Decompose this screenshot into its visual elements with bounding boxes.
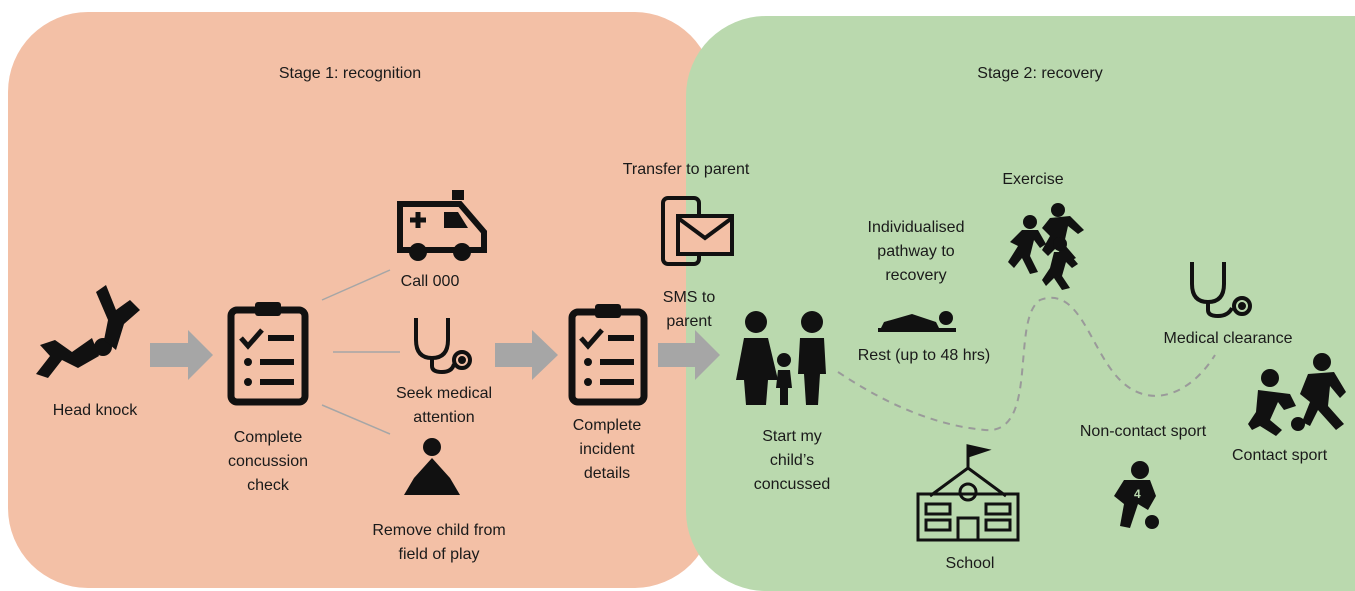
- transfer-to-parent-label: Transfer to parent: [622, 161, 750, 178]
- pathway-label: Individualised pathway to recovery: [867, 219, 965, 284]
- medical-clearance-label: Medical clearance: [1163, 330, 1293, 347]
- stethoscope-icon: [414, 318, 472, 375]
- stage-recognition-panel: [8, 12, 714, 588]
- connector-call: [321, 269, 391, 301]
- stage-1-title: Stage 1: recognition: [278, 65, 422, 82]
- remove-child-label: Remove child from field of play: [372, 522, 506, 563]
- rest-label: Rest (up to 48 hrs): [857, 347, 991, 364]
- family-icon: [736, 311, 826, 405]
- falling-person-icon: [36, 285, 140, 378]
- tackling-players-icon: [1248, 353, 1346, 436]
- stage-2-title: Stage 2: recovery: [977, 65, 1103, 82]
- clipboard-checklist-icon: [227, 302, 309, 406]
- running-people-icon: [1008, 203, 1084, 290]
- school-building-icon: [916, 444, 1020, 542]
- arrow-2: [495, 330, 558, 380]
- sms-label: SMS to parent: [662, 289, 716, 330]
- head-knock-label: Head knock: [52, 402, 138, 419]
- sms-phone-icon: [661, 196, 734, 266]
- arrow-1: [150, 330, 213, 380]
- start-concussed-label: Start my child’s concussed: [753, 428, 831, 493]
- soccer-player-icon: 4: [1114, 461, 1159, 529]
- resting-person-icon: [878, 311, 956, 332]
- clipboard-checklist-icon: [568, 304, 648, 406]
- non-contact-sport-label: Non-contact sport: [1079, 423, 1207, 440]
- meditating-person-icon: [404, 438, 460, 495]
- connector-remove: [321, 404, 391, 435]
- stethoscope-icon: [1190, 262, 1252, 319]
- ambulance-icon: [397, 190, 487, 261]
- school-label: School: [945, 555, 995, 572]
- svg-text:4: 4: [1134, 487, 1141, 501]
- seek-medical-label: Seek medical attention: [395, 385, 493, 426]
- arrow-3: [658, 330, 720, 380]
- contact-sport-label: Contact sport: [1232, 447, 1328, 464]
- exercise-label: Exercise: [1002, 171, 1064, 188]
- call-000-label: Call 000: [400, 273, 460, 290]
- incident-details-label: Complete incident details: [572, 417, 642, 482]
- concussion-check-label: Complete concussion check: [227, 429, 309, 494]
